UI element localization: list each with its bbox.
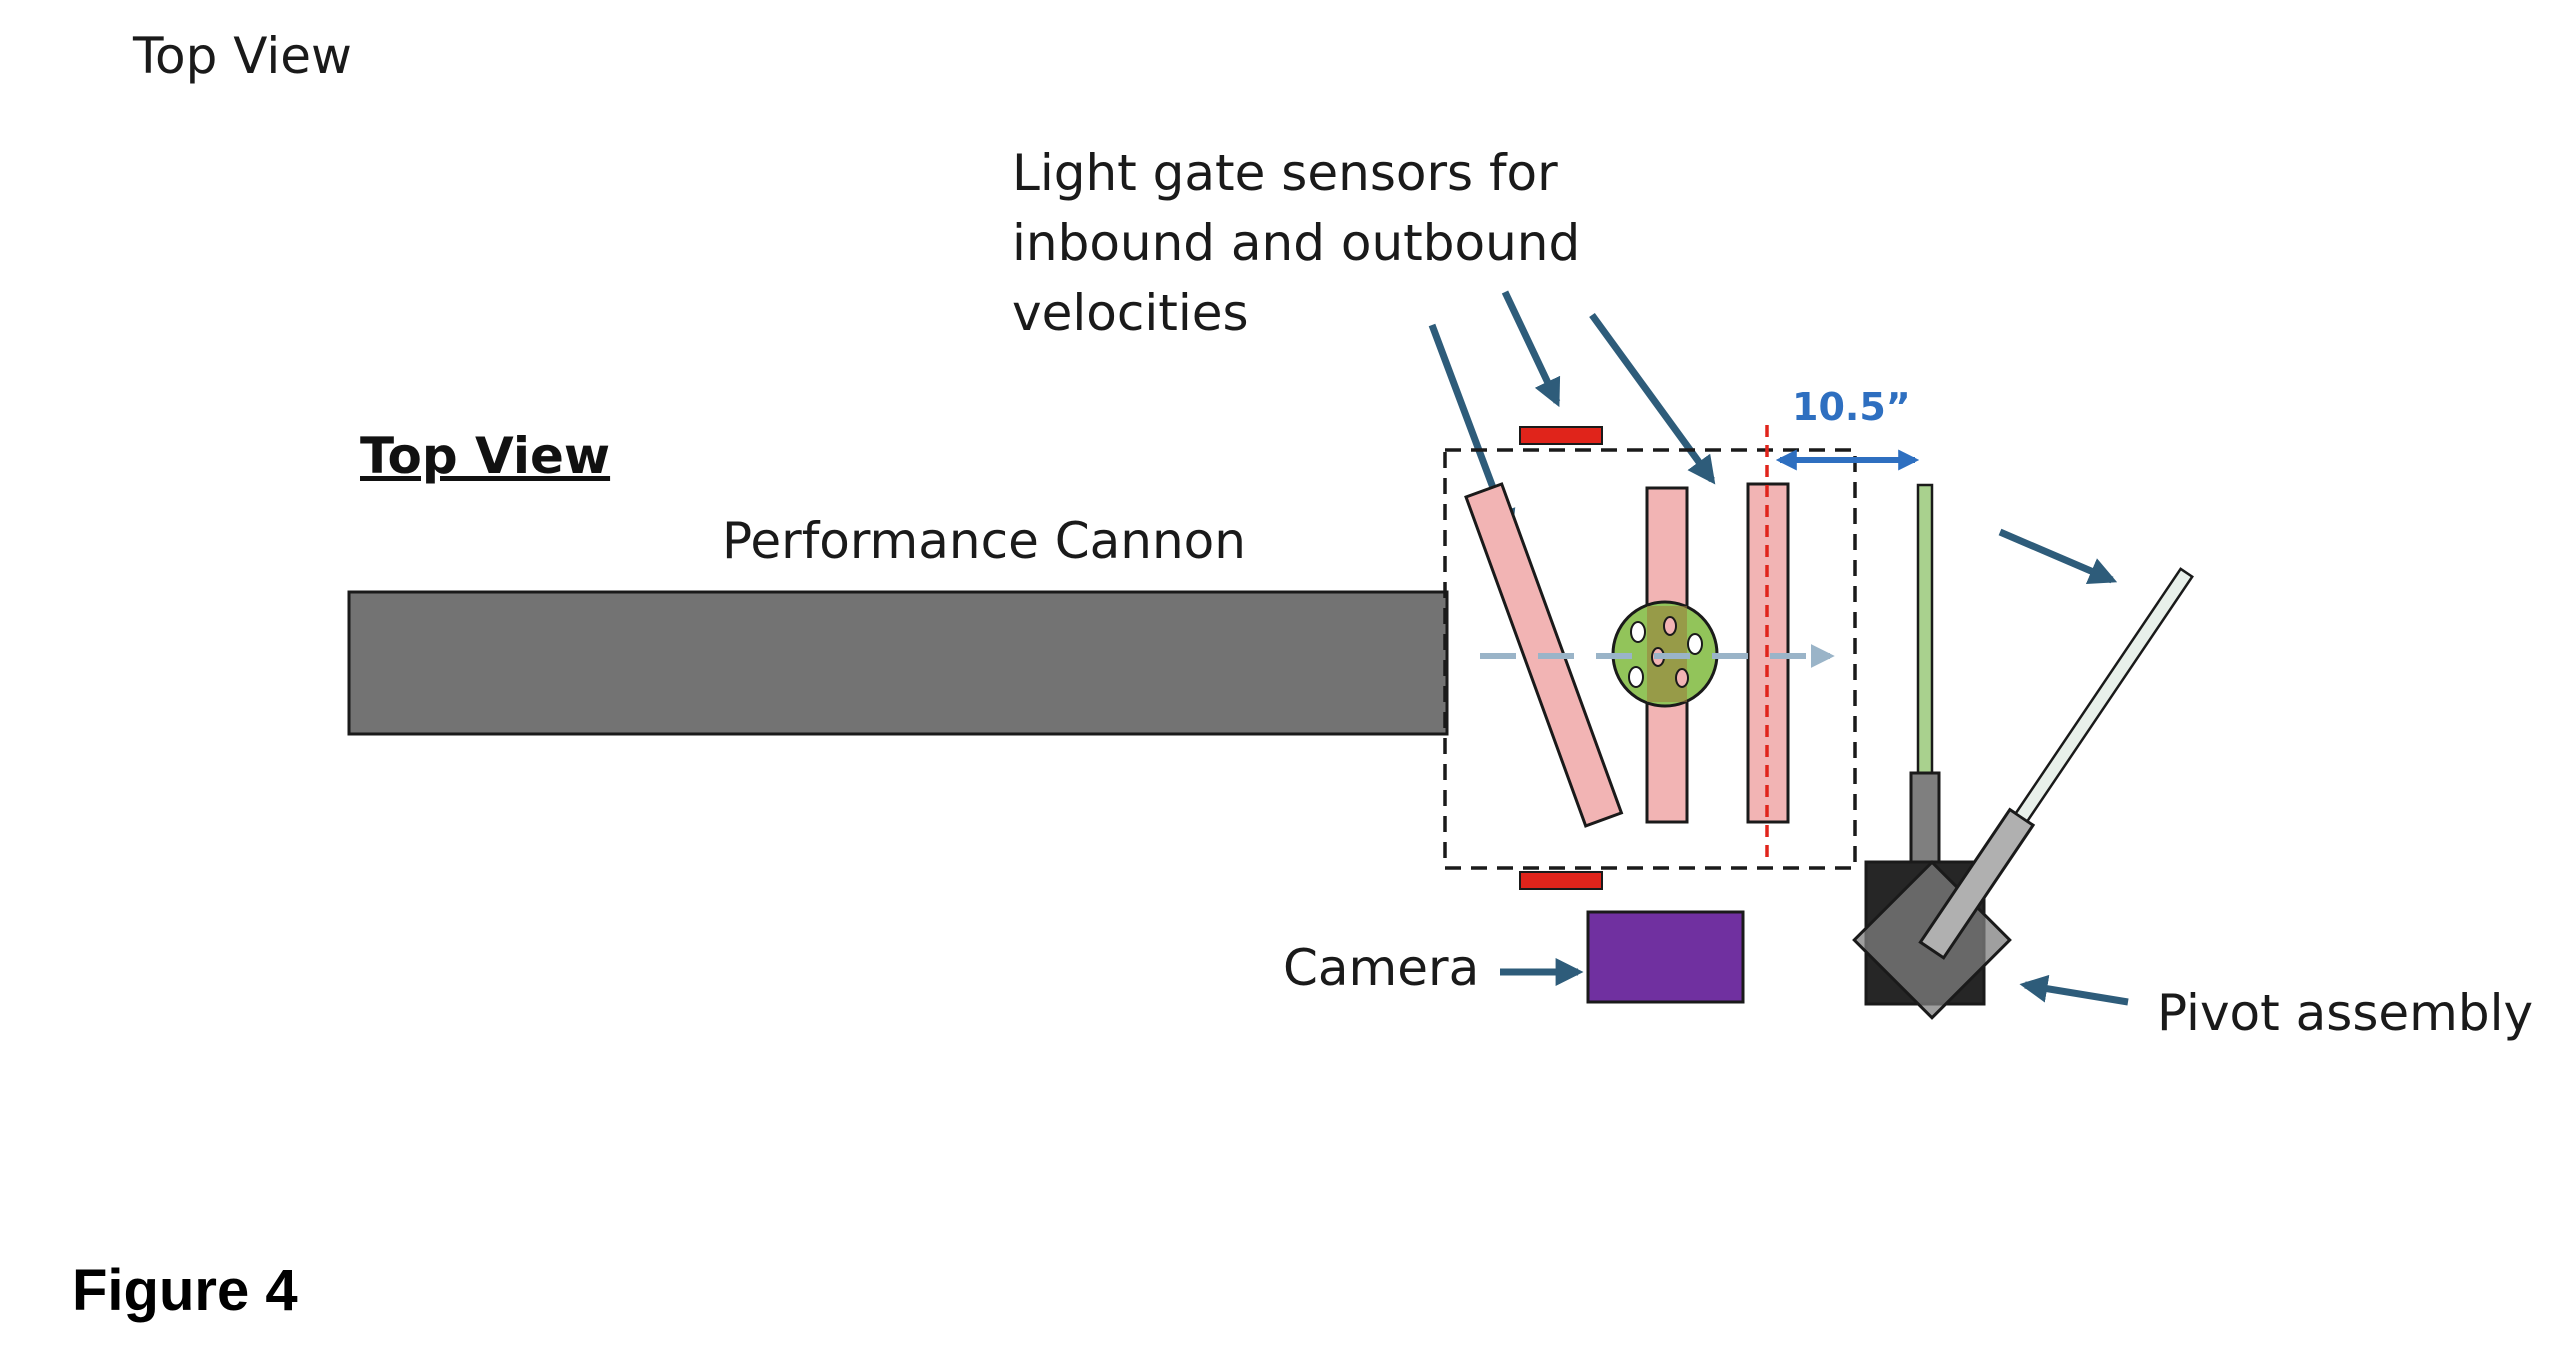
ball-marker	[1630, 621, 1646, 643]
figure-label: Figure 4	[72, 1258, 298, 1323]
camera	[1586, 910, 1745, 1004]
ball-marker	[1663, 616, 1677, 636]
corner-title: Top View	[132, 27, 352, 85]
sensor-pointer-arrow-3	[1589, 312, 1716, 485]
ball-marker	[1675, 668, 1689, 688]
rotation-arrow	[1998, 528, 2118, 585]
ball-marker	[1687, 633, 1703, 655]
pivot-pointer-arrow	[2019, 974, 2129, 1006]
dimension-label: 10.5”	[1792, 385, 1911, 429]
sensors-label-line-1: Light gate sensors for	[1012, 144, 1558, 202]
light-gate-sensor-bottom	[1519, 871, 1603, 890]
camera-label: Camera	[1283, 939, 1479, 997]
light-gate-sensor-top	[1519, 426, 1603, 445]
diagram-heading: Top View	[360, 427, 610, 485]
rotated-bat-stem	[2013, 567, 2194, 824]
ball-marker	[1628, 666, 1644, 688]
sensors-label-line-2: inbound and outbound	[1012, 214, 1580, 272]
bat-stem	[1916, 483, 1934, 777]
performance-cannon	[347, 590, 1449, 736]
pivot-label: Pivot assembly	[2157, 984, 2533, 1042]
sensor-pointer-arrow-2	[1501, 290, 1561, 408]
cannon-label: Performance Cannon	[722, 512, 1246, 570]
sensors-label-line-3: velocities	[1012, 284, 1249, 342]
